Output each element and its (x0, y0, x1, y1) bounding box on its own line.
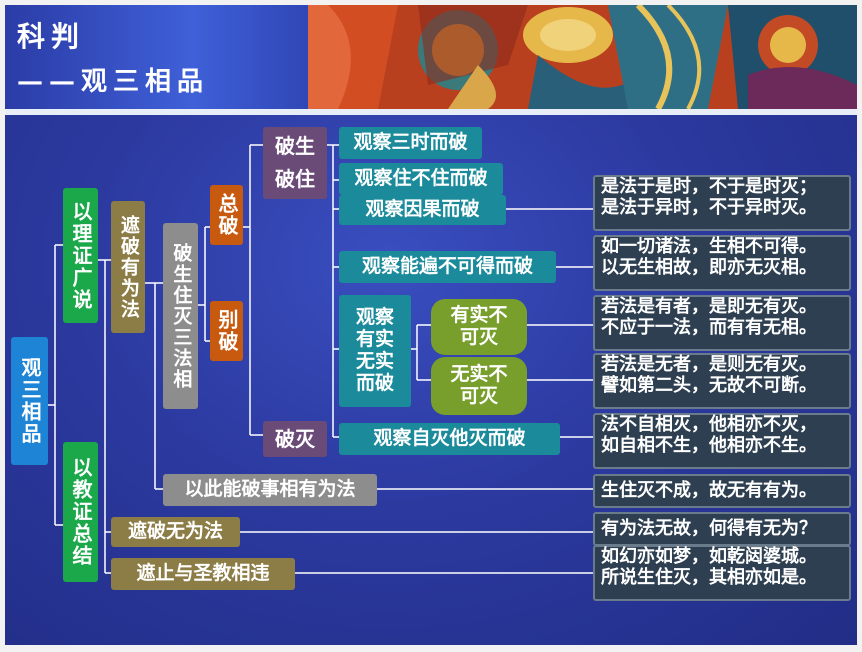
verse-line: 不应于一法，而有有无相。 (601, 316, 817, 338)
verse-box: 如一切诸法，生相不可得。 以无生相故，即亦无灭相。 (593, 235, 851, 291)
node-real-unreal: 观察有实无实而破 (339, 295, 411, 407)
node-scripture-proof: 以教证总结 (63, 442, 98, 582)
node-refute-conditioned: 遮破有为法 (111, 201, 145, 333)
connector-lines (48, 144, 593, 574)
node-specific-refute: 别破 (210, 301, 243, 361)
node-general-refute: 总破 (210, 185, 243, 245)
verse-line: 如一切诸法，生相不可得。 (601, 236, 817, 257)
verse-line: 所说生住灭，其相亦如是。 (601, 566, 817, 588)
thangka-artwork-image (308, 5, 857, 109)
node-use-refute-conditioned: 以此能破事相有为法 (163, 474, 377, 506)
verse-line: 以无生相故，即亦无灭相。 (601, 256, 817, 278)
header-divider (5, 109, 857, 115)
verse-box: 生住灭不成，故无有有为。 (593, 474, 851, 508)
node-refute-arising-abiding: 破生 破住 (263, 127, 327, 199)
verse-box: 如幻亦如梦，如乾闼婆城。 所说生住灭，其相亦如是。 (593, 545, 851, 601)
node-refute-ceasing: 破灭 (263, 421, 327, 457)
node-refute-abiding: 破住 (275, 167, 315, 191)
node-real-not-cease: 有实不可灭 (431, 299, 527, 355)
node-self-other-cease: 观察自灭他灭而破 (339, 423, 560, 455)
verse-box: 是法于是时，不于是时灭； 是法于异时，不于异时灭。 (593, 175, 851, 231)
slide: 科判 ——观三相品 (5, 5, 857, 645)
verse-line: 如幻亦如梦，如乾闼婆城。 (601, 546, 817, 567)
node-unreal-not-cease: 无实不可灭 (431, 357, 527, 415)
verse-line: 若法是无者，是则无有灭。 (601, 354, 817, 375)
node-root: 观三相品 (11, 337, 48, 465)
verse-box: 有为法无故，何得有无为？ (593, 512, 851, 546)
verse-line: 如自相不生，他相亦不生。 (601, 434, 817, 456)
header-banner: 科判 ——观三相品 (5, 5, 857, 109)
slide-title: 科判 (17, 20, 86, 53)
verse-line: 有为法无故，何得有无为？ (601, 517, 817, 539)
node-pervasive: 观察能遍不可得而破 (339, 251, 556, 283)
verse-box: 法不自相灭，他相亦不灭， 如自相不生，他相亦不生。 (593, 413, 851, 469)
node-abiding-or-not: 观察住不住而破 (339, 163, 503, 195)
node-cause-effect: 观察因果而破 (339, 195, 506, 225)
slide-subtitle: ——观三相品 (17, 67, 210, 97)
verse-box: 若法是无者，是则无有灭。 譬如第二头，无故不可断。 (593, 353, 851, 409)
node-refute-arising: 破生 (275, 134, 315, 158)
verse-box: 若法是有者，是即无有灭。 不应于一法，而有有无相。 (593, 295, 851, 351)
verse-line: 若法是有者，是即无有灭。 (601, 296, 817, 317)
verse-line: 生住灭不成，故无有有为。 (601, 479, 817, 501)
node-three-times: 观察三时而破 (339, 127, 482, 159)
verse-line: 譬如第二头，无故不可断。 (601, 374, 817, 396)
node-reason-proof: 以理证广说 (63, 188, 98, 323)
verse-line: 法不自相灭，他相亦不灭， (601, 414, 817, 435)
node-refute-three-marks: 破生住灭三法相 (163, 223, 198, 409)
node-refute-unconditioned: 遮破无为法 (111, 517, 240, 547)
verse-line: 是法于是时，不于是时灭； (601, 176, 817, 197)
verse-line: 是法于异时，不于异时灭。 (601, 196, 817, 218)
node-contradict-scripture: 遮止与圣教相违 (111, 558, 295, 590)
